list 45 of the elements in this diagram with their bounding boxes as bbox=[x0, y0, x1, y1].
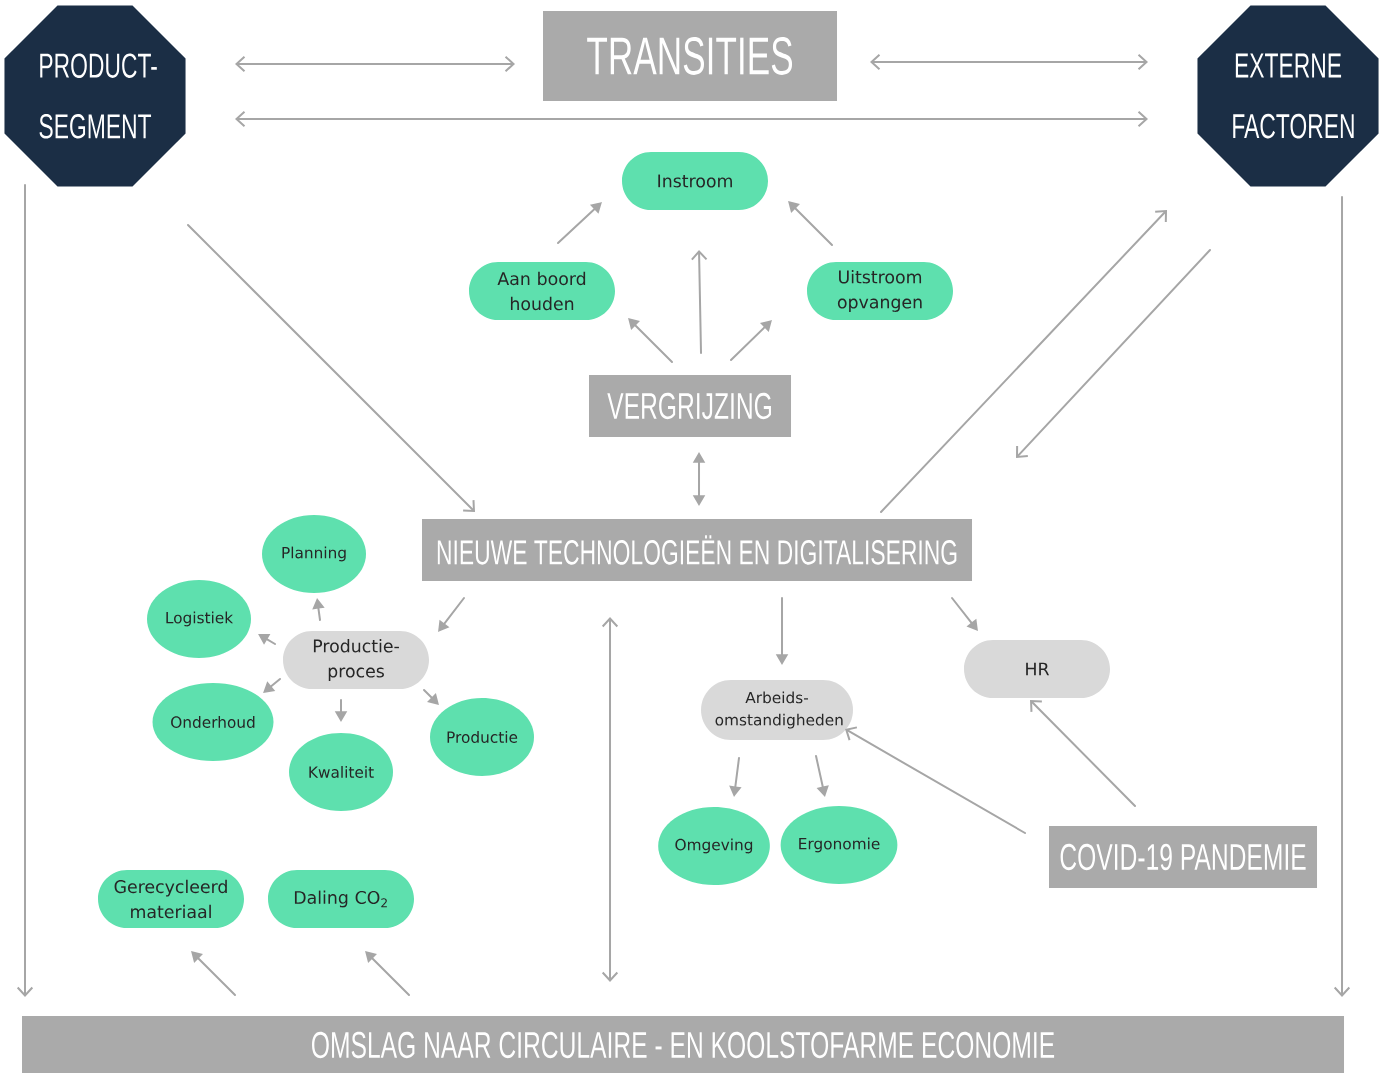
arrow bbox=[263, 678, 281, 693]
arrow bbox=[557, 202, 602, 244]
pill-node: Daling CO$_{2}$ bbox=[268, 870, 414, 928]
arrow bbox=[438, 597, 465, 632]
arrow bbox=[16, 184, 34, 997]
arrow bbox=[1333, 196, 1351, 997]
arrow bbox=[628, 318, 673, 363]
arrow bbox=[423, 689, 439, 705]
arrow bbox=[788, 201, 833, 246]
arrow bbox=[258, 634, 276, 645]
arrow bbox=[880, 210, 1167, 513]
ellipse-node: Productie bbox=[430, 698, 534, 776]
arrow bbox=[951, 597, 978, 631]
arrow bbox=[235, 55, 515, 73]
ellipse-node: Onderhoud bbox=[152, 683, 274, 761]
ellipse-node: Logistiek bbox=[147, 580, 251, 658]
pill-node: Arbeids- omstandigheden bbox=[701, 680, 853, 740]
octagon-node: PRODUCT- SEGMENT bbox=[4, 5, 186, 187]
pill-node: Uitstroom opvangen bbox=[807, 262, 953, 320]
pill-node: Instroom bbox=[622, 152, 768, 210]
ellipse-node: Planning bbox=[262, 515, 366, 593]
arrow bbox=[1030, 700, 1136, 807]
pill-node: Gerecycleerd materiaal bbox=[98, 870, 244, 928]
arrow bbox=[690, 250, 708, 354]
arrow bbox=[187, 224, 475, 512]
arrow bbox=[730, 320, 772, 361]
arrow bbox=[601, 617, 619, 982]
title-box: OMSLAG NAAR CIRCULAIRE - EN KOOLSTOFARME ECONOMIE bbox=[22, 1016, 1344, 1073]
ellipse-node: Omgeving bbox=[658, 807, 770, 885]
pill-node: HR bbox=[964, 640, 1110, 698]
pill-node: Aan boord houden bbox=[469, 262, 615, 320]
arrow bbox=[365, 951, 410, 996]
title-box: TRANSITIES bbox=[543, 11, 837, 101]
title-box: NIEUWE TECHNOLOGIEËN EN DIGITALISERING bbox=[422, 519, 972, 581]
arrow bbox=[235, 110, 1148, 128]
ellipse-node: Ergonomie bbox=[780, 806, 898, 884]
ellipse-node: Kwaliteit bbox=[289, 733, 393, 811]
pill-node: Productie- proces bbox=[283, 631, 429, 689]
title-box: COVID-19 PANDEMIE bbox=[1049, 826, 1317, 888]
arrow bbox=[870, 53, 1148, 71]
arrow bbox=[191, 951, 236, 996]
arrow bbox=[845, 726, 1026, 834]
octagon-node: EXTERNE FACTOREN bbox=[1197, 5, 1379, 187]
title-box: VERGRIJZING bbox=[589, 375, 791, 437]
arrow bbox=[1016, 249, 1211, 458]
